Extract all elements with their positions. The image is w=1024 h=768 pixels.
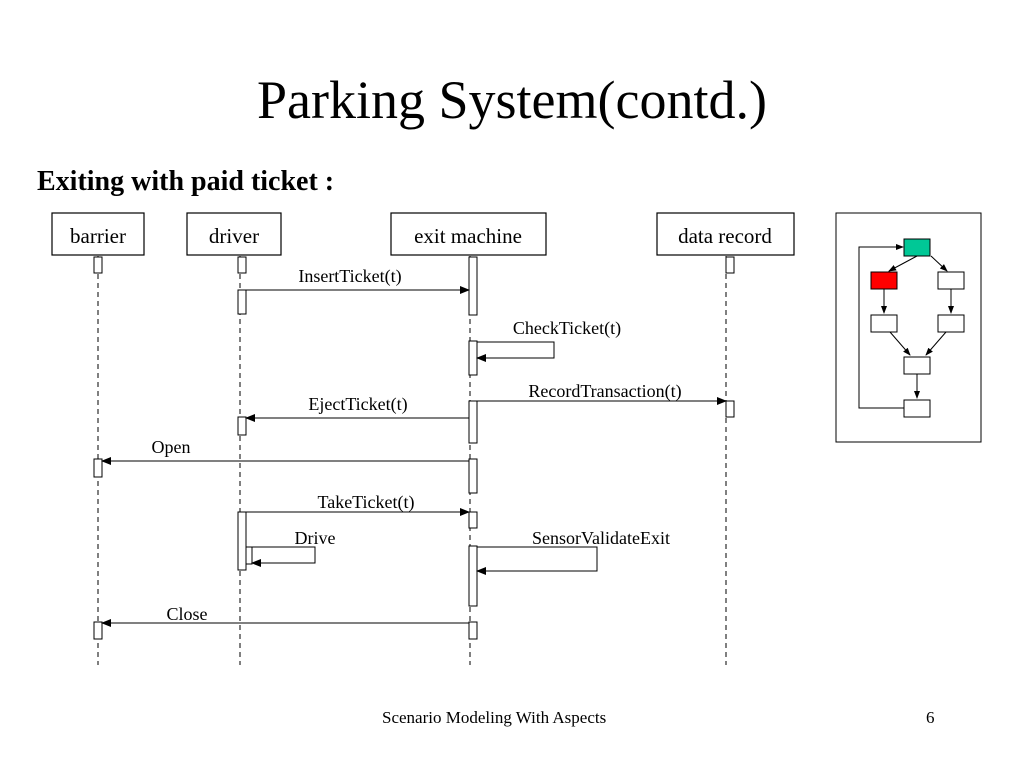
lifeline-barrier-box (51, 212, 145, 256)
slide-subtitle: Exiting with paid ticket : (37, 166, 335, 197)
activation-bar (468, 545, 478, 607)
activation-bar (725, 400, 735, 418)
activation-bar (468, 400, 478, 444)
graph-node (870, 314, 898, 333)
activation-bar (93, 621, 103, 640)
graph-node (937, 314, 965, 333)
lifeline-data-record-label: data record (678, 224, 772, 248)
lifeline-barrier-label: barrier (70, 224, 126, 248)
activation-bar (237, 511, 247, 571)
message-label: Drive (295, 528, 336, 548)
lifeline-driver-label: driver (209, 224, 259, 248)
message-label: EjectTicket(t) (308, 394, 407, 415)
activation-bar (237, 289, 247, 315)
message-arrow (476, 546, 598, 575)
lifeline-exit-machine-box (390, 212, 547, 256)
activation-bar (725, 256, 735, 274)
slide-title: Parking System(contd.) (257, 70, 767, 130)
message-label: Close (166, 604, 207, 624)
activation-bar (468, 256, 478, 316)
graph-node (903, 399, 931, 418)
graph-node (937, 271, 965, 290)
message-label: Open (152, 437, 191, 457)
lifeline-exit-machine: exit machine (390, 212, 547, 665)
graph-edge (925, 331, 947, 356)
message-arrow (476, 341, 555, 362)
graph-active-node (870, 271, 898, 290)
message-label: SensorValidateExit (532, 528, 670, 548)
lifeline-barrier: barrier (51, 212, 145, 665)
lifeline-exit-machine-label: exit machine (414, 224, 522, 248)
message-arrow (251, 546, 316, 567)
activation-bars (93, 256, 735, 640)
overview-graph (835, 212, 982, 443)
lifeline-driver-box (186, 212, 282, 256)
lifeline-driver: driver (186, 212, 282, 665)
activation-bar (468, 340, 478, 376)
graph-edge (888, 255, 918, 272)
activation-bar (468, 458, 478, 494)
message-label: InsertTicket(t) (298, 266, 401, 287)
message-label: RecordTransaction(t) (528, 381, 681, 402)
activation-bar (93, 256, 103, 274)
messages (101, 286, 727, 627)
activation-bar (468, 621, 478, 640)
message-labels: InsertTicket(t) CheckTicket(t) RecordTra… (152, 266, 682, 624)
lifeline-data-record-box (656, 212, 795, 256)
activation-bar (237, 416, 247, 436)
graph-start-node (903, 238, 931, 257)
page-number: 6 (926, 708, 935, 727)
lifeline-data-record: data record (656, 212, 795, 665)
graph-loop-edge (858, 244, 904, 409)
activation-bar (93, 458, 103, 478)
message-label: CheckTicket(t) (513, 318, 621, 339)
message-label: TakeTicket(t) (317, 492, 414, 513)
activation-bar (245, 546, 253, 565)
footer-title: Scenario Modeling With Aspects (382, 708, 607, 727)
activation-bar (468, 511, 478, 529)
graph-node (903, 356, 931, 375)
graph-edge (930, 255, 948, 272)
graph-edge (889, 331, 911, 356)
activation-bar (237, 256, 247, 274)
